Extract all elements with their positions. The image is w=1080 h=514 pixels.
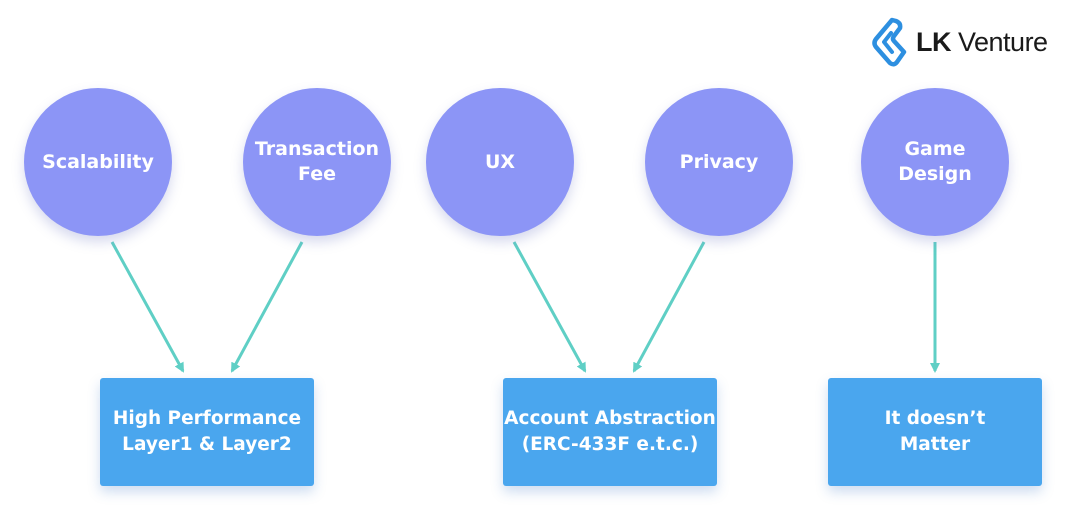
circle-label-transaction-fee: Transaction Fee bbox=[254, 138, 380, 185]
circle-label-game-design: Game Design bbox=[898, 138, 972, 185]
lk-logo-icon bbox=[872, 17, 907, 67]
logo-brand-rest: Venture bbox=[951, 26, 1048, 57]
arrow-privacy-to-account-abstraction bbox=[632, 241, 706, 373]
box-account-abstraction: Account Abstraction (ERC-433F e.t.c.) bbox=[503, 378, 717, 486]
circle-label-privacy: Privacy bbox=[679, 150, 759, 173]
circle-label-scalability: Scalability bbox=[42, 150, 154, 173]
circle-label-ux: UX bbox=[484, 150, 516, 173]
lk-venture-logo: LK Venture bbox=[870, 14, 1070, 70]
circle-transaction-fee: Transaction Fee bbox=[243, 88, 391, 236]
circle-scalability: Scalability bbox=[24, 88, 172, 236]
box-it-doesnt-matter: It doesn’t Matter bbox=[828, 378, 1042, 486]
arrow-scalability-to-high-performance bbox=[110, 241, 185, 373]
box-label-it-doesnt-matter: It doesn’t Matter bbox=[884, 408, 986, 455]
circle-ux: UX bbox=[426, 88, 574, 236]
logo-text: LK Venture bbox=[916, 27, 1048, 58]
arrow-transaction-fee-to-high-performance bbox=[230, 241, 304, 373]
arrow-ux-to-account-abstraction bbox=[512, 241, 587, 373]
box-high-performance: High Performance Layer1 & Layer2 bbox=[100, 378, 314, 486]
box-label-account-abstraction: Account Abstraction (ERC-433F e.t.c.) bbox=[504, 408, 716, 455]
circle-privacy: Privacy bbox=[645, 88, 793, 236]
box-label-high-performance: High Performance Layer1 & Layer2 bbox=[112, 408, 302, 455]
logo-brand-bold: LK bbox=[916, 26, 952, 57]
circle-game-design: Game Design bbox=[861, 88, 1009, 236]
